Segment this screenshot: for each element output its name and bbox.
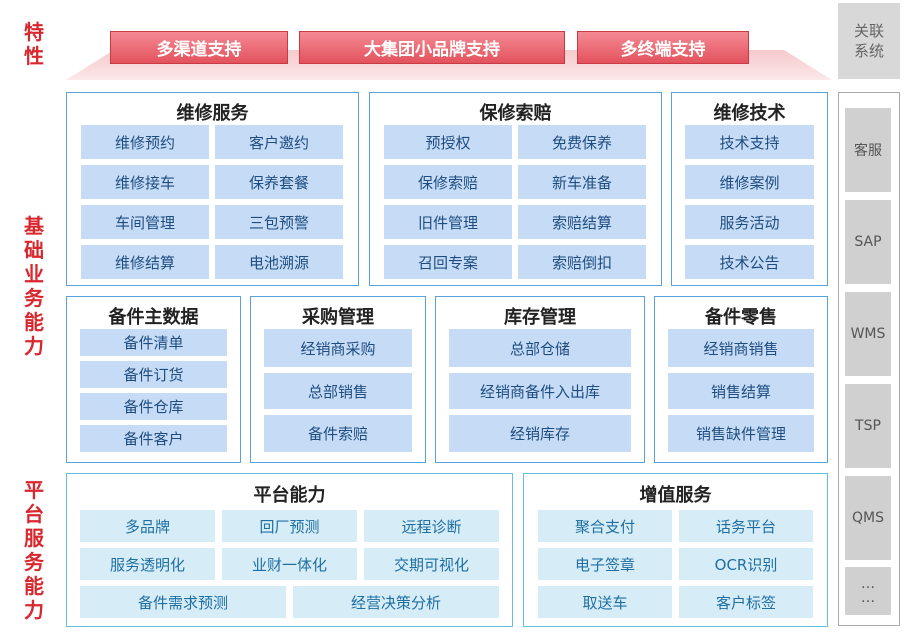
tile-repair-cases: 维修案例	[685, 165, 814, 199]
tile-parts-demand-forecast: 备件需求预测	[80, 586, 286, 618]
tile-delivery-visibility: 交期可视化	[364, 548, 499, 580]
tile-parts-customer: 备件客户	[80, 425, 227, 452]
system-wms: WMS	[845, 292, 891, 376]
platform-capability-side-label: 平台服务能力	[24, 478, 44, 622]
related-systems-title-line2: 系统	[853, 42, 884, 60]
tile-dealer-parts-io: 经销商备件入出库	[449, 373, 631, 409]
group-title: 库存管理	[504, 307, 576, 328]
tile-ocr: OCR识别	[679, 548, 813, 580]
tile-old-parts: 旧件管理	[384, 205, 512, 239]
group-title: 平台能力	[253, 485, 326, 506]
features-side-label: 特性	[24, 20, 44, 68]
tile-remote-diagnosis: 远程诊断	[364, 510, 499, 542]
system-sap: SAP	[845, 200, 891, 284]
tile-parts-warehouse: 备件仓库	[80, 393, 227, 420]
tile-warranty-alert: 三包预警	[215, 205, 343, 239]
group-repair-service: 维修服务 维修预约 客户邀约 维修接车 保养套餐 车间管理 三包预警 维修结算 …	[66, 92, 359, 286]
tile-tech-bulletin: 技术公告	[685, 245, 814, 279]
system-qms: QMS	[845, 476, 891, 560]
group-warranty-claims: 保修索赔 预授权 免费保养 保修索赔 新车准备 旧件管理 索赔结算 召回专案 索…	[369, 92, 662, 286]
tile-new-car-prep: 新车准备	[518, 165, 646, 199]
tile-customer-tags: 客户标签	[679, 586, 813, 618]
group-title: 维修技术	[713, 103, 786, 124]
group-purchase: 采购管理 经销商采购 总部销售 备件索赔	[250, 296, 426, 463]
group-title: 增值服务	[639, 485, 712, 506]
group-value-added: 增值服务 聚合支付 话务平台 电子签章 OCR识别 取送车 客户标签	[523, 473, 828, 627]
tile-pickup-delivery: 取送车	[538, 586, 672, 618]
tile-warranty-claim: 保修索赔	[384, 165, 512, 199]
feature-multi-channel: 多渠道支持	[110, 31, 288, 64]
group-repair-tech: 维修技术 技术支持 维修案例 服务活动 技术公告	[671, 92, 828, 286]
group-title: 备件主数据	[108, 307, 199, 328]
tile-aggregate-payment: 聚合支付	[538, 510, 672, 542]
tile-free-maintenance: 免费保养	[518, 125, 646, 159]
related-systems-header: 关联 系统	[838, 3, 900, 79]
group-platform-capability: 平台能力 多品牌 回厂预测 远程诊断 服务透明化 业财一体化 交期可视化 备件需…	[66, 473, 513, 627]
system-more: … …	[845, 567, 891, 615]
group-title: 保修索赔	[479, 103, 552, 124]
tile-repair-reception: 维修接车	[81, 165, 209, 199]
tile-business-decision: 经营决策分析	[293, 586, 499, 618]
related-systems-title-line1: 关联	[853, 22, 884, 40]
tile-dealer-sales: 经销商销售	[668, 329, 814, 367]
tile-customer-invite: 客户邀约	[215, 125, 343, 159]
tile-recall-campaign: 召回专案	[384, 245, 512, 279]
group-title: 采购管理	[302, 307, 374, 328]
tile-parts-order: 备件订货	[80, 361, 227, 388]
tile-hq-storage: 总部仓储	[449, 329, 631, 367]
tile-call-platform: 话务平台	[679, 510, 813, 542]
feature-group-brand: 大集团小品牌支持	[299, 31, 565, 64]
tile-workshop-management: 车间管理	[81, 205, 209, 239]
tile-claim-settlement: 索赔结算	[518, 205, 646, 239]
tile-parts-claim: 备件索赔	[264, 415, 412, 452]
group-title: 备件零售	[705, 307, 777, 328]
tile-maintenance-package: 保养套餐	[215, 165, 343, 199]
system-tsp: TSP	[845, 384, 891, 468]
system-customer-service: 客服	[845, 108, 891, 192]
feature-multi-terminal: 多终端支持	[577, 31, 749, 64]
tile-multi-brand: 多品牌	[80, 510, 215, 542]
tile-e-signature: 电子签章	[538, 548, 672, 580]
tile-return-forecast: 回厂预测	[222, 510, 357, 542]
tile-service-transparency: 服务透明化	[80, 548, 215, 580]
tile-parts-list: 备件清单	[80, 329, 227, 356]
tile-business-finance: 业财一体化	[222, 548, 357, 580]
tile-repair-booking: 维修预约	[81, 125, 209, 159]
tile-service-activities: 服务活动	[685, 205, 814, 239]
tile-battery-trace: 电池溯源	[215, 245, 343, 279]
tile-repair-settlement: 维修结算	[81, 245, 209, 279]
tile-claim-deduction: 索赔倒扣	[518, 245, 646, 279]
base-capability-side-label: 基础业务能力	[24, 214, 44, 358]
group-parts-retail: 备件零售 经销商销售 销售结算 销售缺件管理	[654, 296, 828, 463]
group-parts-master: 备件主数据 备件清单 备件订货 备件仓库 备件客户	[66, 296, 241, 463]
tile-tech-support: 技术支持	[685, 125, 814, 159]
group-inventory: 库存管理 总部仓储 经销商备件入出库 经销库存	[435, 296, 645, 463]
tile-dealer-stock: 经销库存	[449, 415, 631, 452]
tile-dealer-purchase: 经销商采购	[264, 329, 412, 367]
tile-hq-sales: 总部销售	[264, 373, 412, 409]
tile-pre-authorization: 预授权	[384, 125, 512, 159]
tile-sales-shortage: 销售缺件管理	[668, 415, 814, 452]
group-title: 维修服务	[176, 103, 249, 124]
tile-sales-settlement: 销售结算	[668, 373, 814, 409]
